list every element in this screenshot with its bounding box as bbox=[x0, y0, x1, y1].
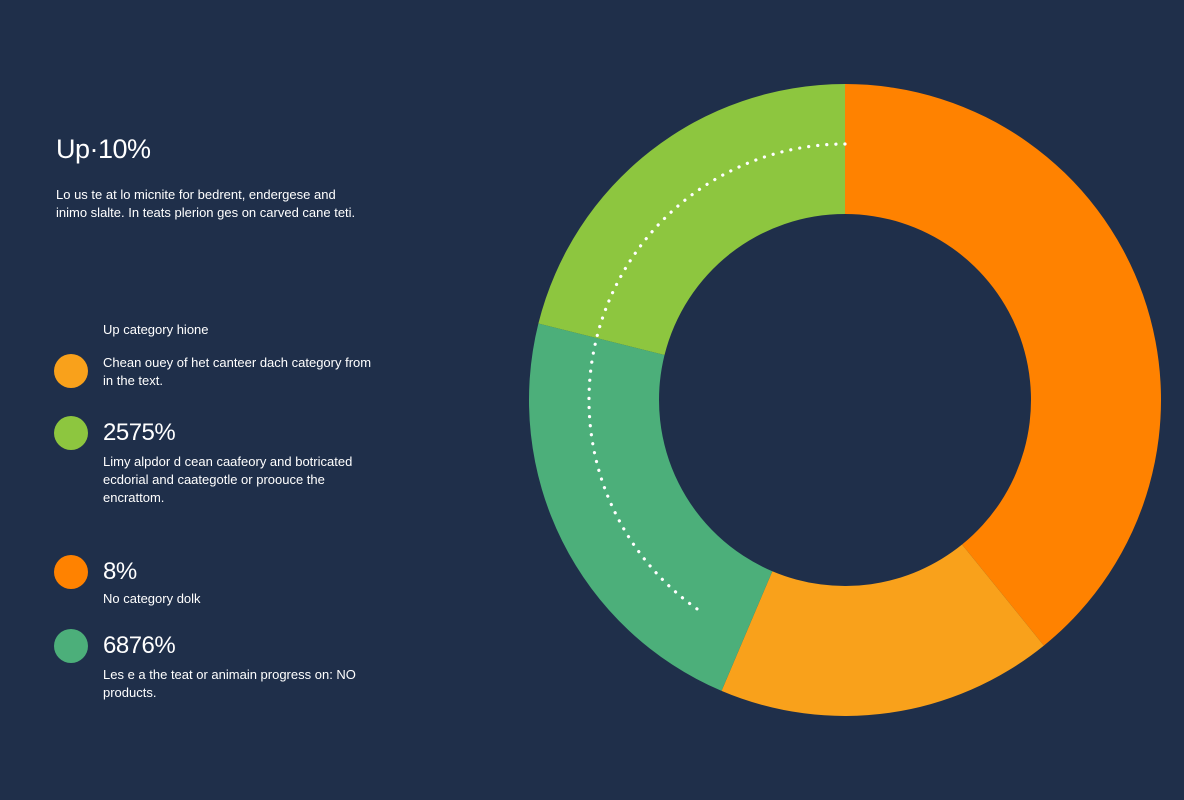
legend-heading: Up category hione bbox=[103, 322, 209, 337]
legend-dot-teal bbox=[54, 629, 88, 663]
legend-desc: Les e a the teat or animain progress on:… bbox=[103, 667, 356, 700]
donut-slice-2 bbox=[528, 323, 773, 691]
intro-text: Lo us te at lo micnite for bedrent, ende… bbox=[56, 187, 356, 220]
legend-desc: No category dolk bbox=[103, 591, 201, 606]
legend-value: 6876% bbox=[103, 632, 176, 659]
legend-desc: Chean ouey of het canteer dach category … bbox=[103, 355, 372, 388]
legend-value: 2575% bbox=[103, 419, 176, 446]
dotted-ring bbox=[587, 142, 847, 612]
legend-desc: Limy alpdor d cean caafeory and botricat… bbox=[103, 454, 353, 505]
legend-dot-lime bbox=[54, 416, 88, 450]
donut-slice-0 bbox=[845, 84, 1162, 646]
donut-slice-1 bbox=[721, 544, 1044, 716]
headline: Up·10% bbox=[56, 134, 151, 164]
legend-dot-amber bbox=[54, 354, 88, 388]
donut-slice-3 bbox=[538, 84, 845, 356]
legend-value: 8% bbox=[103, 558, 137, 585]
donut-slices bbox=[528, 84, 1162, 716]
legend-dot-orange bbox=[54, 555, 88, 589]
